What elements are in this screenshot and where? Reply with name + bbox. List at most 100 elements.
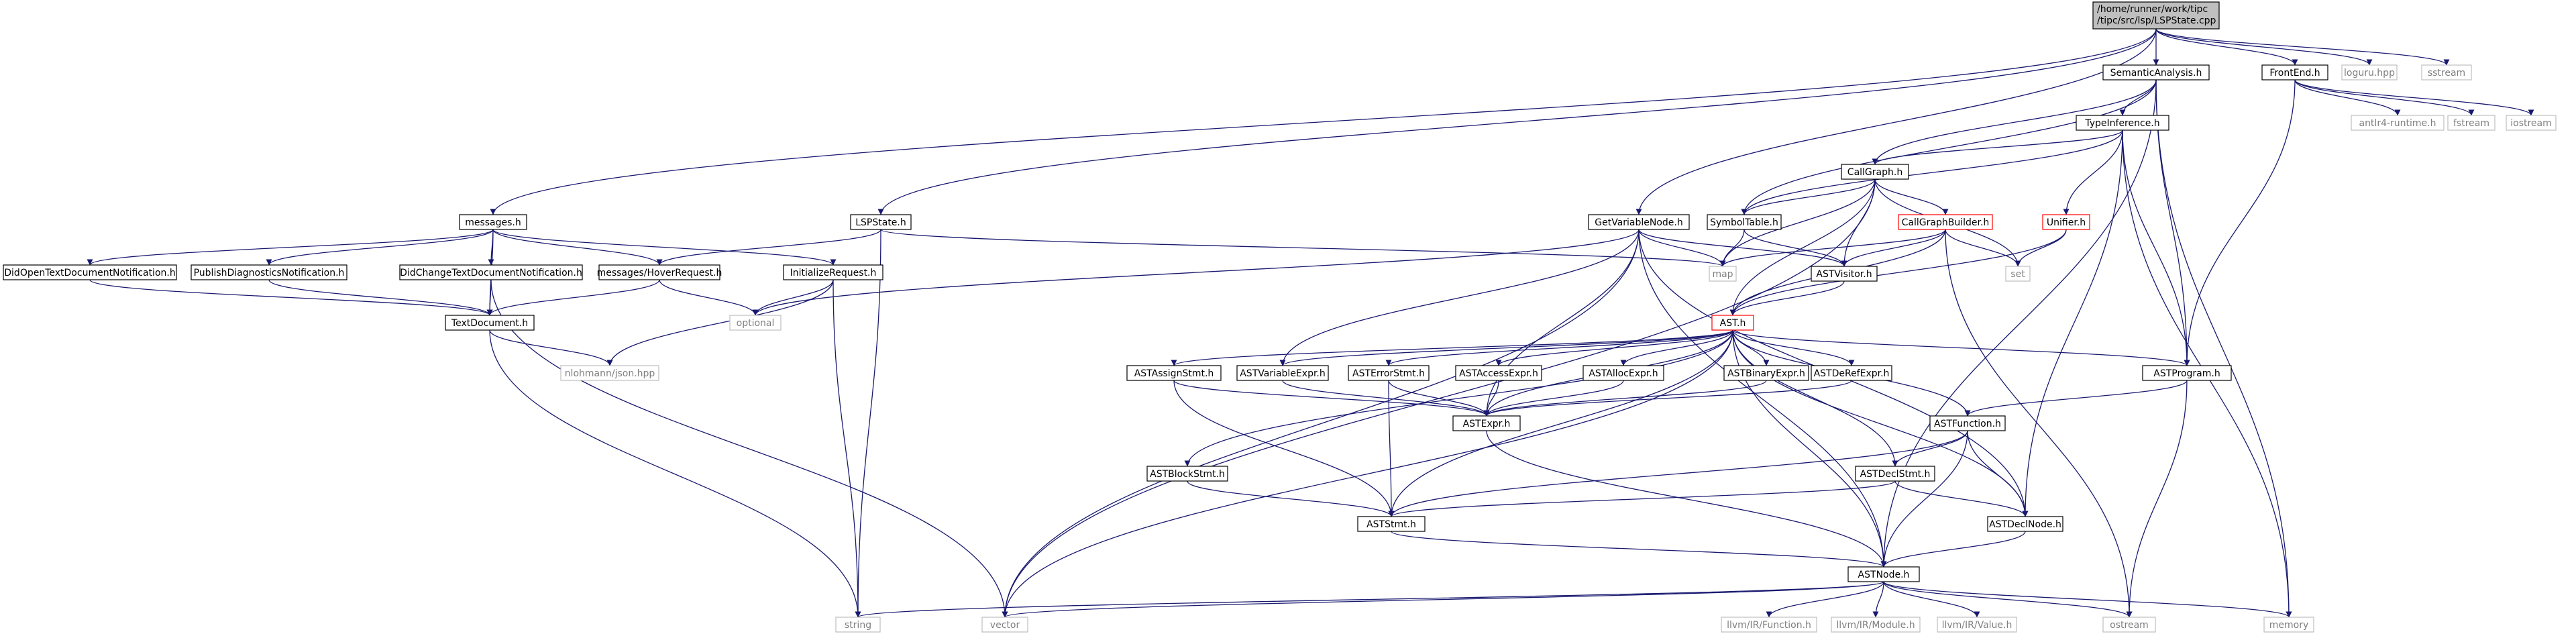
node-root[interactable]: /home/runner/work/tipc/tipc/src/lsp/LSPS…	[2092, 1, 2220, 30]
node-typeinf[interactable]: TypeInference.h	[2076, 115, 2169, 131]
node-asth-box	[1711, 315, 1754, 331]
node-access[interactable]: ASTAccessExpr.h	[1455, 365, 1542, 381]
node-ostream[interactable]: ostream	[2102, 617, 2156, 633]
node-sstream[interactable]: sstream	[2421, 64, 2472, 81]
node-publish[interactable]: PublishDiagnosticsNotification.h	[191, 264, 347, 280]
node-node[interactable]: ASTNode.h	[1847, 566, 1920, 582]
edge-semantic-to-memory	[2155, 79, 2292, 618]
edge-root-to-lspstate	[877, 28, 2157, 215]
node-messages[interactable]: messages.h	[459, 214, 527, 230]
node-frontend[interactable]: FrontEnd.h	[2261, 64, 2328, 81]
node-string[interactable]: string	[835, 617, 881, 633]
node-varexpr-box	[1236, 365, 1329, 381]
node-access-label: ASTAccessExpr.h	[1459, 368, 1538, 379]
edge-initreq-to-string	[833, 279, 861, 618]
node-vector[interactable]: vector	[981, 617, 1028, 633]
node-alloc[interactable]: ASTAllocExpr.h	[1582, 365, 1664, 381]
edge-node-to-llvmmod	[1872, 581, 1884, 618]
node-initreq[interactable]: InitializeRequest.h	[783, 264, 883, 280]
node-root-box	[2092, 1, 2220, 30]
node-stmt[interactable]: ASTStmt.h	[1357, 516, 1426, 532]
node-iostream[interactable]: iostream	[2506, 115, 2557, 131]
edge-cgbuilder-to-astvisitor	[1841, 229, 1946, 267]
edge-program-to-function	[1964, 380, 2188, 417]
node-loguru-box	[2341, 64, 2398, 81]
node-loguru[interactable]: loguru.hpp	[2341, 64, 2398, 81]
node-unifier[interactable]: Unifier.h	[2042, 214, 2090, 230]
node-didopen[interactable]: DidOpenTextDocumentNotification.h	[3, 264, 177, 280]
node-llvmval[interactable]: llvm/IR/Value.h	[1937, 617, 2017, 633]
node-symtab[interactable]: SymbolTable.h	[1707, 214, 1782, 230]
node-declstmt[interactable]: ASTDeclStmt.h	[1855, 466, 1935, 482]
node-lspstate-box	[850, 214, 912, 230]
node-didchange-box	[399, 264, 583, 280]
node-layer: /home/runner/work/tipc/tipc/src/lsp/LSPS…	[3, 1, 2557, 633]
node-cgbuilder[interactable]: CallGraphBuilder.h	[1898, 214, 1993, 230]
node-callgraph-box	[1841, 164, 1909, 180]
edge-node-to-vector	[1002, 581, 1884, 618]
node-expr[interactable]: ASTExpr.h	[1452, 415, 1521, 431]
edge-hover-to-textdoc	[486, 279, 660, 316]
node-declnode[interactable]: ASTDeclNode.h	[1987, 516, 2063, 532]
node-llvmmod[interactable]: llvm/IR/Module.h	[1831, 617, 1921, 633]
node-program-box	[2142, 365, 2232, 381]
edge-typeinf-to-symtab	[1741, 129, 2123, 215]
node-fstream-label: fstream	[2453, 118, 2489, 129]
edge-didchange-to-vector	[490, 279, 1008, 618]
node-asth[interactable]: AST.h	[1711, 315, 1754, 331]
node-binary[interactable]: ASTBinaryExpr.h	[1723, 365, 1809, 381]
edge-function-to-stmt	[1388, 430, 1968, 517]
node-program[interactable]: ASTProgram.h	[2142, 365, 2232, 381]
edge-root-to-messages	[490, 28, 2157, 215]
node-assign[interactable]: ASTAssignStmt.h	[1126, 365, 1222, 381]
node-block[interactable]: ASTBlockStmt.h	[1146, 466, 1228, 482]
node-antlr[interactable]: antlr4-runtime.h	[2351, 115, 2445, 131]
node-hover-box	[598, 264, 720, 280]
node-alloc-label: ASTAllocExpr.h	[1589, 368, 1658, 379]
node-declstmt-label: ASTDeclStmt.h	[1860, 469, 1931, 480]
node-vector-label: vector	[990, 620, 1020, 631]
edge-deref-to-expr	[1483, 380, 1852, 417]
node-textdoc[interactable]: TextDocument.h	[445, 315, 535, 331]
node-errorstmt[interactable]: ASTErrorStmt.h	[1348, 365, 1430, 381]
node-callgraph[interactable]: CallGraph.h	[1841, 164, 1909, 180]
edge-lspstate-to-string	[855, 229, 881, 618]
node-llvmval-box	[1937, 617, 2017, 633]
node-memory[interactable]: memory	[2263, 617, 2314, 633]
node-frontend-box	[2261, 64, 2328, 81]
node-ostream-box	[2102, 617, 2156, 633]
node-set[interactable]: set	[2005, 266, 2031, 282]
node-nlohmann[interactable]: nlohmann/json.hpp	[560, 365, 659, 381]
edge-asth-to-vector	[1002, 329, 1733, 618]
node-access-box	[1455, 365, 1542, 381]
node-astvisitor[interactable]: ASTVisitor.h	[1811, 266, 1878, 282]
node-didchange[interactable]: DidChangeTextDocumentNotification.h	[399, 264, 583, 280]
node-getvar[interactable]: GetVariableNode.h	[1588, 214, 1690, 230]
node-map[interactable]: map	[1709, 266, 1737, 282]
node-binary-box	[1723, 365, 1809, 381]
node-function[interactable]: ASTFunction.h	[1929, 415, 2006, 431]
edge-function-to-node	[1880, 430, 1968, 568]
node-llvmfunc[interactable]: llvm/IR/Function.h	[1721, 617, 1817, 633]
node-varexpr[interactable]: ASTVariableExpr.h	[1236, 365, 1329, 381]
node-assign-label: ASTAssignStmt.h	[1134, 368, 1214, 379]
edge-messages-to-publish	[266, 229, 494, 266]
edge-declstmt-to-declnode	[1894, 480, 2029, 517]
node-lspstate[interactable]: LSPState.h	[850, 214, 912, 230]
node-hover[interactable]: messages/HoverRequest.h	[597, 264, 722, 280]
node-publish-box	[191, 264, 347, 280]
node-fstream[interactable]: fstream	[2447, 115, 2496, 131]
node-deref[interactable]: ASTDeRefExpr.h	[1811, 365, 1892, 381]
node-unifier-box	[2042, 214, 2090, 230]
edge-node-to-llvmval	[1883, 581, 1980, 618]
edge-hover-to-optional	[659, 279, 759, 316]
node-errorstmt-label: ASTErrorStmt.h	[1352, 368, 1425, 379]
node-asth-label: AST.h	[1720, 318, 1746, 329]
node-optional[interactable]: optional	[729, 315, 782, 331]
edge-getvar-to-expr	[1483, 229, 1640, 417]
node-root-label: /home/runner/work/tipc	[2097, 4, 2208, 15]
edge-asth-to-stmt	[1388, 329, 1733, 517]
node-semantic[interactable]: SemanticAnalysis.h	[2102, 64, 2210, 81]
node-errorstmt-box	[1348, 365, 1430, 381]
